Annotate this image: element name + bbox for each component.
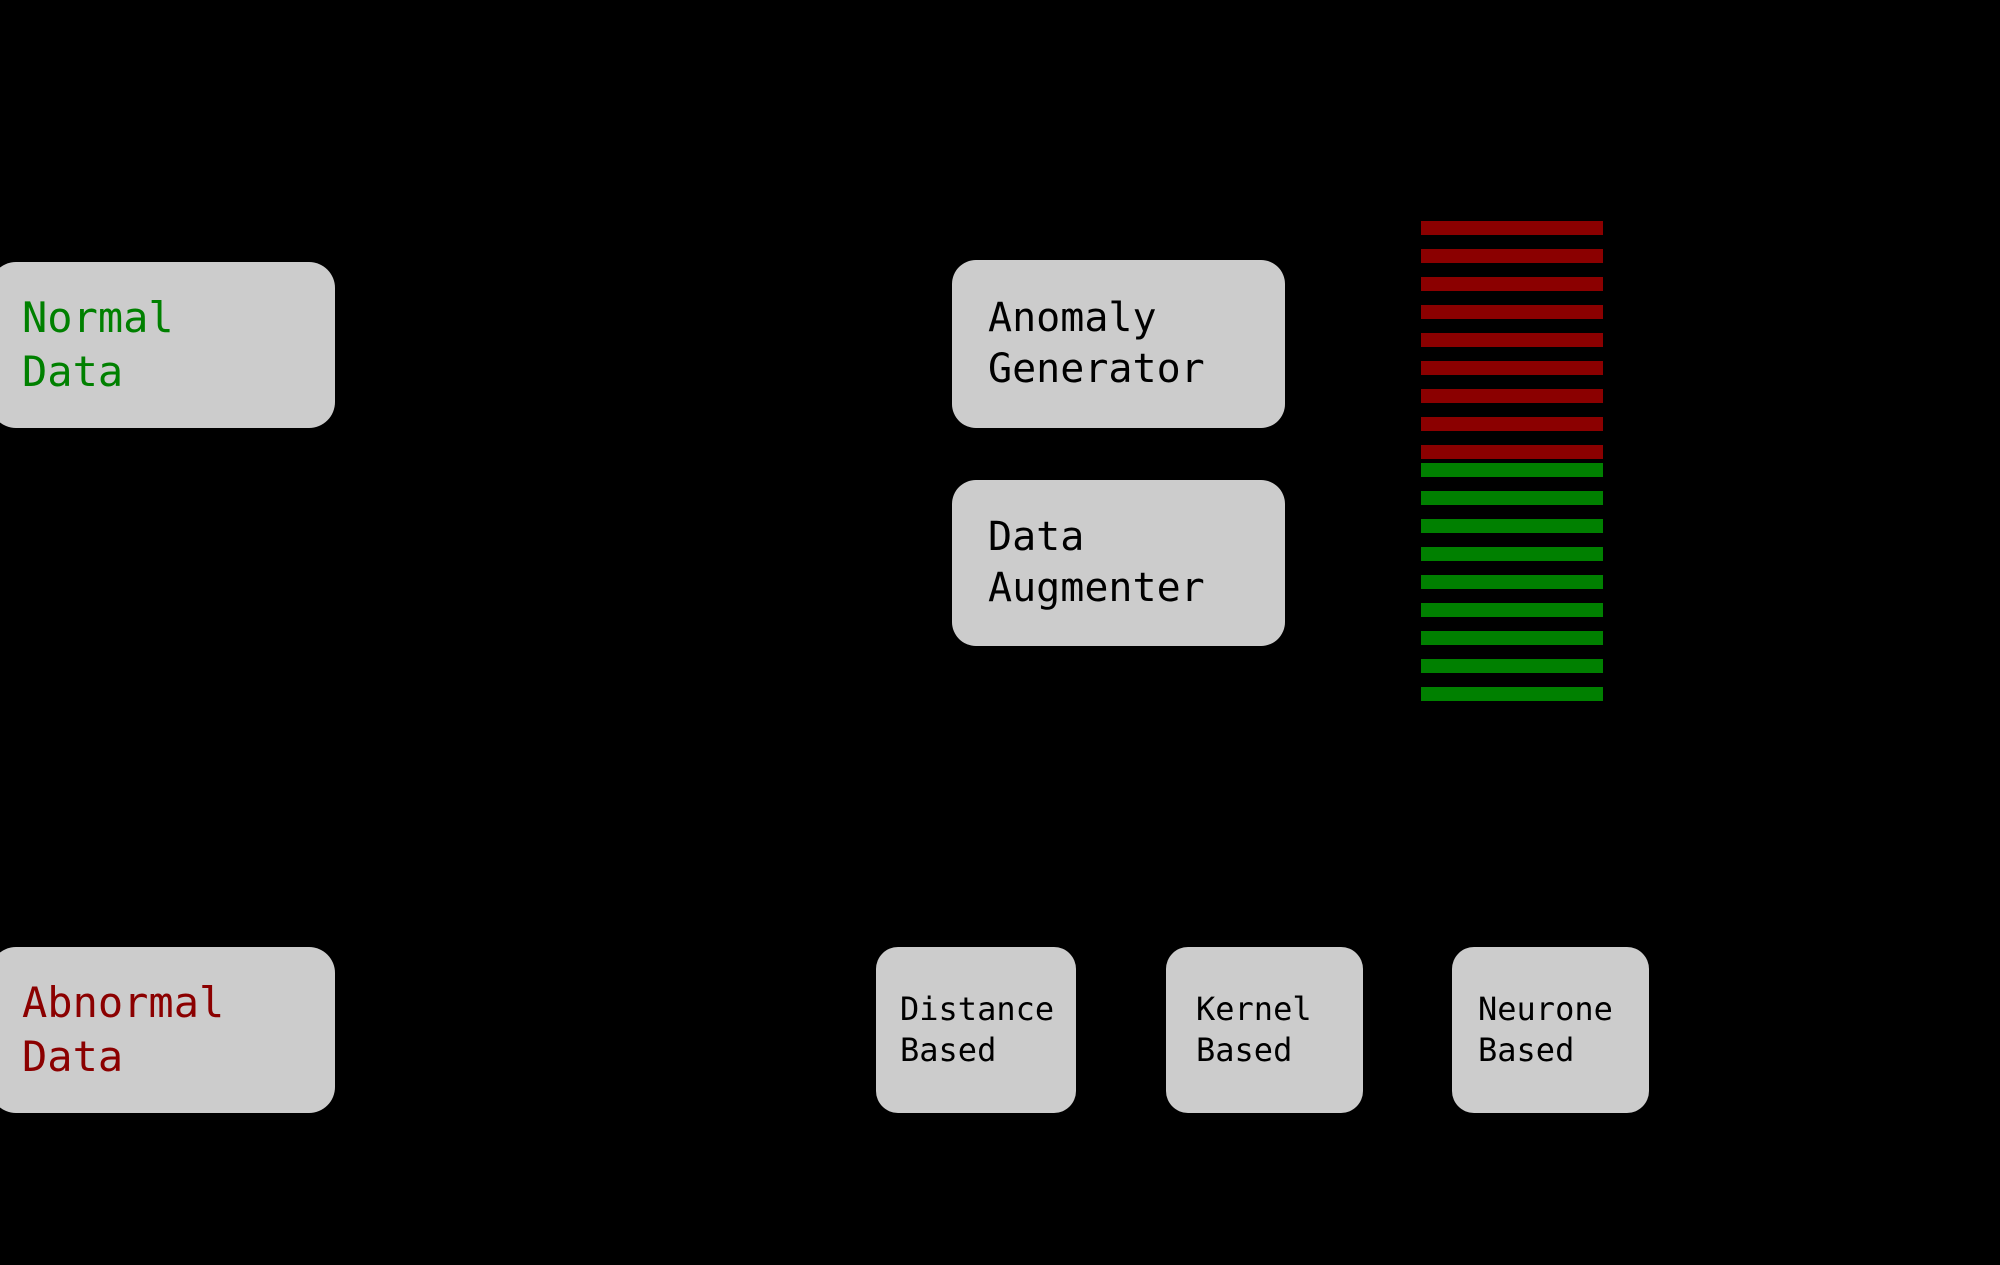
stripe-normal bbox=[1421, 547, 1603, 561]
stripe-normal bbox=[1421, 575, 1603, 589]
stripe-normal bbox=[1421, 603, 1603, 617]
stripe-normal bbox=[1421, 631, 1603, 645]
data-augmenter-node[interactable]: Data Augmenter bbox=[952, 480, 1285, 646]
neurone-based-label: Neurone Based bbox=[1478, 990, 1613, 1069]
normal-data-label: Normal Data bbox=[22, 293, 174, 396]
dataset-stripes-column bbox=[1421, 221, 1603, 701]
stripe-normal bbox=[1421, 659, 1603, 673]
stripe-abnormal bbox=[1421, 333, 1603, 347]
stripe-normal bbox=[1421, 687, 1603, 701]
stripe-normal bbox=[1421, 491, 1603, 505]
stripe-abnormal bbox=[1421, 221, 1603, 235]
stripe-normal bbox=[1421, 519, 1603, 533]
stripe-abnormal bbox=[1421, 305, 1603, 319]
stripe-abnormal bbox=[1421, 389, 1603, 403]
stripe-normal bbox=[1421, 463, 1603, 477]
neurone-based-node[interactable]: Neurone Based bbox=[1452, 947, 1649, 1113]
stripe-abnormal bbox=[1421, 277, 1603, 291]
stripe-abnormal bbox=[1421, 445, 1603, 459]
kernel-based-label: Kernel Based bbox=[1196, 990, 1312, 1069]
stripe-abnormal bbox=[1421, 417, 1603, 431]
anomaly-generator-node[interactable]: Anomaly Generator bbox=[952, 260, 1285, 428]
anomaly-generator-label: Anomaly Generator bbox=[988, 294, 1205, 392]
data-augmenter-label: Data Augmenter bbox=[988, 513, 1205, 611]
distance-based-node[interactable]: Distance Based bbox=[876, 947, 1076, 1113]
distance-based-label: Distance Based bbox=[900, 990, 1055, 1069]
normal-data-node[interactable]: Normal Data bbox=[0, 262, 335, 428]
kernel-based-node[interactable]: Kernel Based bbox=[1166, 947, 1363, 1113]
stripe-abnormal bbox=[1421, 249, 1603, 263]
stripe-abnormal bbox=[1421, 361, 1603, 375]
abnormal-data-label: Abnormal Data bbox=[22, 978, 225, 1081]
abnormal-data-node[interactable]: Abnormal Data bbox=[0, 947, 335, 1113]
